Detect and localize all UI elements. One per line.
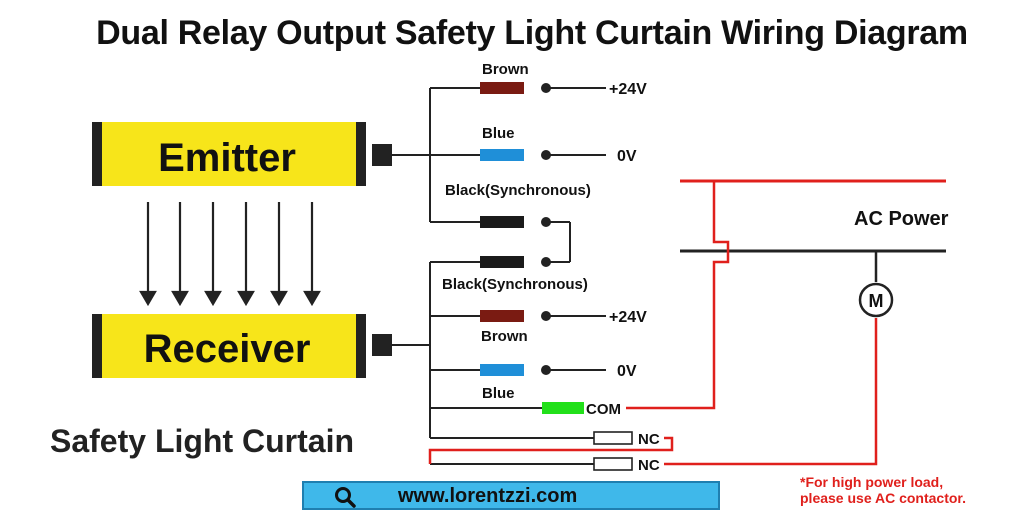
contactor-note: *For high power load, please use AC cont…	[800, 474, 966, 506]
contactor-note-line1: *For high power load,	[800, 474, 944, 490]
website-url[interactable]: www.lorentzzi.com	[398, 485, 578, 507]
receiver-black-wire	[480, 256, 524, 268]
nc1-resistor	[593, 431, 633, 445]
receiver-unit: Receiver	[92, 314, 392, 378]
receiver-end-cap-left	[92, 314, 102, 378]
receiver-body	[92, 314, 364, 378]
receiver-connector	[372, 334, 392, 356]
emitter-0v-label: 0V	[617, 148, 637, 165]
beam-arrows	[139, 202, 321, 307]
emitter-body	[92, 122, 364, 186]
terminal-dot	[541, 365, 551, 375]
beam-arrow-head	[237, 290, 255, 307]
receiver-blue-wire	[480, 364, 524, 376]
emitter-brown-label: Brown	[482, 61, 529, 78]
receiver-end-cap-right	[356, 314, 366, 378]
emitter-black-wire	[480, 216, 524, 228]
emitter-blue-wire	[480, 149, 524, 161]
receiver-0v-label: 0V	[617, 363, 637, 380]
nc2-resistor	[593, 457, 633, 471]
beam-arrow-head	[204, 290, 222, 307]
beam-arrow-head	[303, 290, 321, 307]
receiver-brown-label: Brown	[481, 328, 528, 345]
nc2-label: NC	[638, 457, 660, 474]
emitter-connector	[372, 144, 392, 166]
terminal-dot	[541, 150, 551, 160]
receiver-black-label: Black(Synchronous)	[442, 276, 588, 293]
beam-arrow-head	[139, 290, 157, 307]
emitter-wiring	[392, 87, 606, 263]
emitter-blue-label: Blue	[482, 125, 515, 142]
com-label: COM	[586, 401, 621, 418]
receiver-brown-wire	[480, 310, 524, 322]
motor-symbol	[858, 282, 894, 318]
receiver-blue-label: Blue	[482, 385, 515, 402]
receiver-wiring	[392, 261, 606, 465]
emitter-black-label: Black(Synchronous)	[445, 182, 591, 199]
page-title: Dual Relay Output Safety Light Curtain W…	[96, 14, 968, 52]
search-icon	[335, 487, 356, 508]
website-bar[interactable]: www.lorentzzi.com	[302, 481, 720, 510]
emitter-end-cap-left	[92, 122, 102, 186]
emitter-brown-wire	[480, 82, 524, 94]
device-caption: Safety Light Curtain	[50, 423, 354, 459]
red-wiring	[428, 181, 878, 466]
nc1-label: NC	[638, 431, 660, 448]
terminal-dot	[541, 83, 551, 93]
emitter-end-cap-right	[356, 122, 366, 186]
com-green-wire	[542, 402, 584, 414]
receiver-24v-label: +24V	[609, 309, 647, 326]
emitter-24v-label: +24V	[609, 81, 647, 98]
ac-power-label: AC Power	[854, 208, 949, 230]
contactor-note-line2: please use AC contactor.	[800, 490, 966, 506]
emitter-unit: Emitter	[92, 122, 392, 186]
terminal-dot	[541, 311, 551, 321]
terminal-dot	[541, 257, 551, 267]
beam-arrow-head	[270, 290, 288, 307]
receiver-label: Receiver	[144, 327, 311, 371]
emitter-label: Emitter	[158, 136, 296, 180]
beam-arrow-head	[171, 290, 189, 307]
motor-label: M	[869, 291, 884, 311]
terminal-dot	[541, 217, 551, 227]
